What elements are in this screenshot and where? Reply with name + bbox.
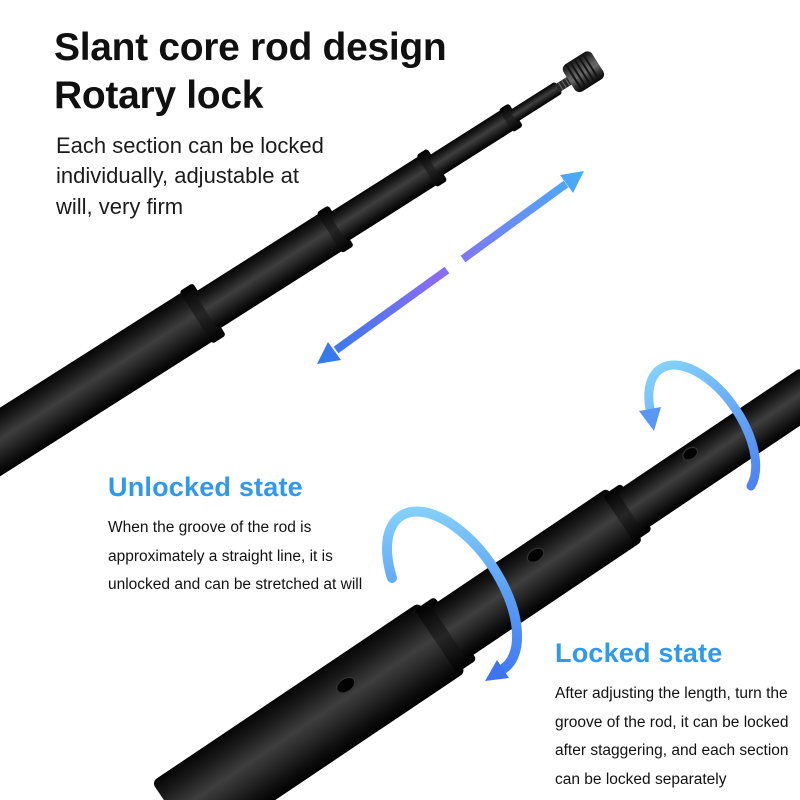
- rotary-knob: [562, 51, 605, 93]
- intro-description: Each section can be locked individually,…: [56, 133, 324, 219]
- page-title: Slant core rod design Rotary lock: [54, 24, 447, 119]
- lock-pin: [526, 547, 545, 563]
- arrowhead: [485, 660, 509, 681]
- rod-joint-collar: [180, 284, 225, 343]
- callout-locked-state: Locked state After adjusting the length,…: [555, 638, 800, 794]
- locked-state-heading: Locked state: [555, 638, 723, 668]
- extend-arrow: [317, 171, 584, 364]
- rod-section-4: [428, 108, 517, 176]
- rotation-arrow-large: [382, 506, 523, 681]
- arrowhead: [560, 171, 584, 193]
- rod-section-1: [0, 290, 217, 519]
- rod-section-2: [195, 211, 347, 329]
- arrowhead: [317, 342, 341, 364]
- sectioned-rod: [154, 369, 800, 800]
- callout-unlocked-state: Unlocked state When the groove of the ro…: [108, 472, 388, 600]
- rod-section-3: [330, 154, 440, 241]
- rod-joint-collar: [604, 484, 651, 541]
- rod-joint-collar: [499, 104, 522, 132]
- rod-section-tip: [618, 369, 800, 530]
- lock-pin: [336, 676, 356, 694]
- lock-pin: [682, 446, 699, 461]
- rotation-arrow-small: [639, 360, 761, 491]
- rod-section-base: [154, 604, 464, 800]
- rod-joint-collar: [416, 598, 476, 672]
- rod-section-5: [510, 82, 562, 121]
- title-block: Slant core rod design Rotary lock: [54, 24, 447, 119]
- rod-joint-collar: [417, 149, 447, 187]
- unlocked-state-heading: Unlocked state: [108, 472, 303, 502]
- extended-rod: [0, 51, 605, 519]
- unlocked-state-body: When the groove of the rod is approximat…: [108, 519, 363, 594]
- rod-section-mid: [433, 489, 641, 658]
- rod-joint-collar: [317, 206, 353, 253]
- arrowhead: [639, 407, 661, 431]
- title-line-2: Rotary lock: [54, 73, 264, 117]
- locked-state-body: After adjusting the length, turn the gro…: [555, 685, 789, 788]
- title-line-1: Slant core rod design: [54, 26, 447, 69]
